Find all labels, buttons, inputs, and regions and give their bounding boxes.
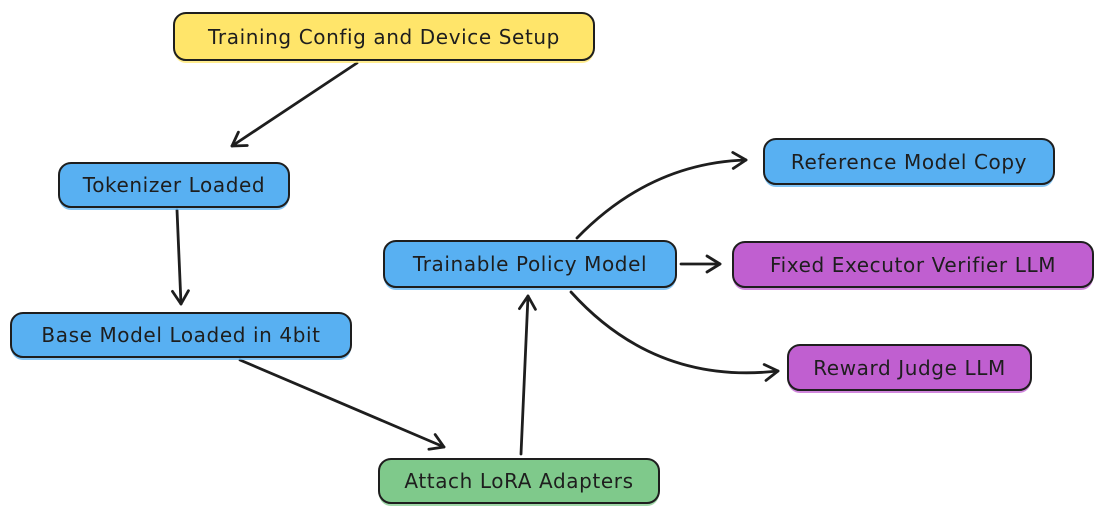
node-trainable-policy-model-label: Trainable Policy Model [412, 252, 648, 276]
arrow-lora-to-policy [518, 294, 537, 456]
node-reward-judge-llm: Reward Judge LLM [787, 344, 1032, 391]
node-reward-judge-llm-label: Reward Judge LLM [813, 355, 1006, 380]
node-fixed-executor-verifier-llm-label: Fixed Executor Verifier LLM [769, 252, 1057, 277]
node-fixed-executor-verifier-llm: Fixed Executor Verifier LLM [732, 241, 1094, 288]
arrow-tokenizer-to-base-model [171, 208, 190, 306]
node-tokenizer-loaded-label: Tokenizer Loaded [82, 173, 266, 197]
node-tokenizer-loaded: Tokenizer Loaded [58, 162, 290, 208]
node-reference-model-copy: Reference Model Copy [763, 138, 1055, 185]
node-attach-lora-adapters-label: Attach LoRA Adapters [404, 469, 634, 493]
node-training-config: Training Config and Device Setup [173, 12, 595, 61]
arrow-policy-to-judge [569, 290, 780, 382]
arrow-policy-to-reference [575, 151, 748, 240]
arrow-base-model-to-lora [238, 358, 446, 451]
arrow-training-to-tokenizer [230, 61, 359, 148]
node-attach-lora-adapters: Attach LoRA Adapters [378, 458, 660, 504]
node-training-config-label: Training Config and Device Setup [208, 24, 560, 49]
node-base-model-4bit-label: Base Model Loaded in 4bit [41, 323, 321, 347]
node-reference-model-copy-label: Reference Model Copy [790, 149, 1028, 174]
node-base-model-4bit: Base Model Loaded in 4bit [10, 312, 352, 358]
node-trainable-policy-model: Trainable Policy Model [383, 240, 677, 288]
